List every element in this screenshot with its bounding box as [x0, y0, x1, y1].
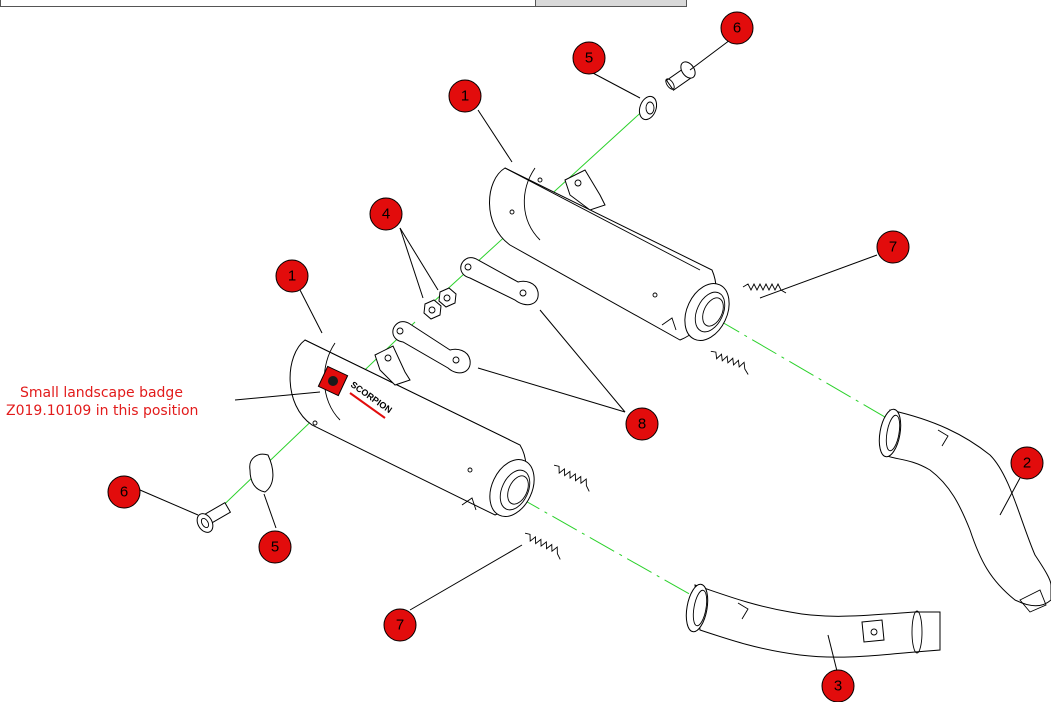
- spring-4: [524, 532, 561, 560]
- svg-text:4: 4: [382, 206, 390, 223]
- spring-3: [553, 464, 590, 492]
- bracket-top: [460, 257, 539, 306]
- badge-note: Small landscape badge Z019.10109 in this…: [6, 385, 198, 419]
- svg-text:7: 7: [396, 617, 404, 634]
- callout-7-top: 7: [876, 230, 910, 264]
- spring-1: [742, 282, 787, 294]
- callout-5-bottom: 5: [258, 530, 292, 564]
- callout-4: 4: [369, 197, 403, 231]
- svg-text:5: 5: [585, 50, 593, 67]
- washer-bottom: [249, 453, 274, 493]
- callout-6-top: 6: [720, 11, 754, 45]
- muffler-top: [489, 167, 730, 341]
- spring-2: [710, 350, 749, 375]
- svg-text:8: 8: [638, 416, 646, 433]
- svg-text:7: 7: [889, 239, 897, 256]
- note-line-1: Small landscape badge: [20, 385, 183, 401]
- svg-text:6: 6: [120, 484, 128, 501]
- axis-top-outlet: [714, 317, 891, 421]
- muffler-bottom: SCORPION: [289, 339, 535, 517]
- svg-text:6: 6: [733, 20, 741, 37]
- note-line-2: Z019.10109 in this position: [6, 403, 198, 419]
- title-block-cell-shaded: [535, 0, 687, 7]
- nuts: [423, 287, 457, 320]
- callout-3: 3: [821, 669, 855, 702]
- link-pipe-bottom: [685, 583, 941, 658]
- svg-text:1: 1: [461, 88, 469, 105]
- callout-1-bottom: 1: [275, 259, 309, 293]
- callout-5-top: 5: [572, 41, 606, 75]
- leader-lines: [139, 39, 1021, 676]
- svg-text:1: 1: [288, 268, 296, 285]
- svg-text:2: 2: [1023, 455, 1031, 472]
- callouts: 1 1 2 3 4 5 5 6: [107, 11, 1044, 702]
- svg-text:3: 3: [834, 678, 842, 695]
- washer-top: [638, 95, 658, 121]
- axis-bottom-outlet: [514, 494, 701, 601]
- callout-1-top: 1: [448, 79, 482, 113]
- svg-text:5: 5: [271, 539, 279, 556]
- bracket-bottom: [392, 321, 471, 374]
- springs: [524, 282, 787, 560]
- callout-2: 2: [1010, 446, 1044, 480]
- bolt-top: [665, 61, 696, 91]
- callout-8: 8: [625, 407, 659, 441]
- title-block-strip: [0, 0, 1051, 8]
- link-pipe-top: [878, 408, 1051, 613]
- callout-7-bottom: 7: [383, 608, 417, 642]
- bolt-bottom: [196, 501, 232, 533]
- callout-6-bottom: 6: [107, 475, 141, 509]
